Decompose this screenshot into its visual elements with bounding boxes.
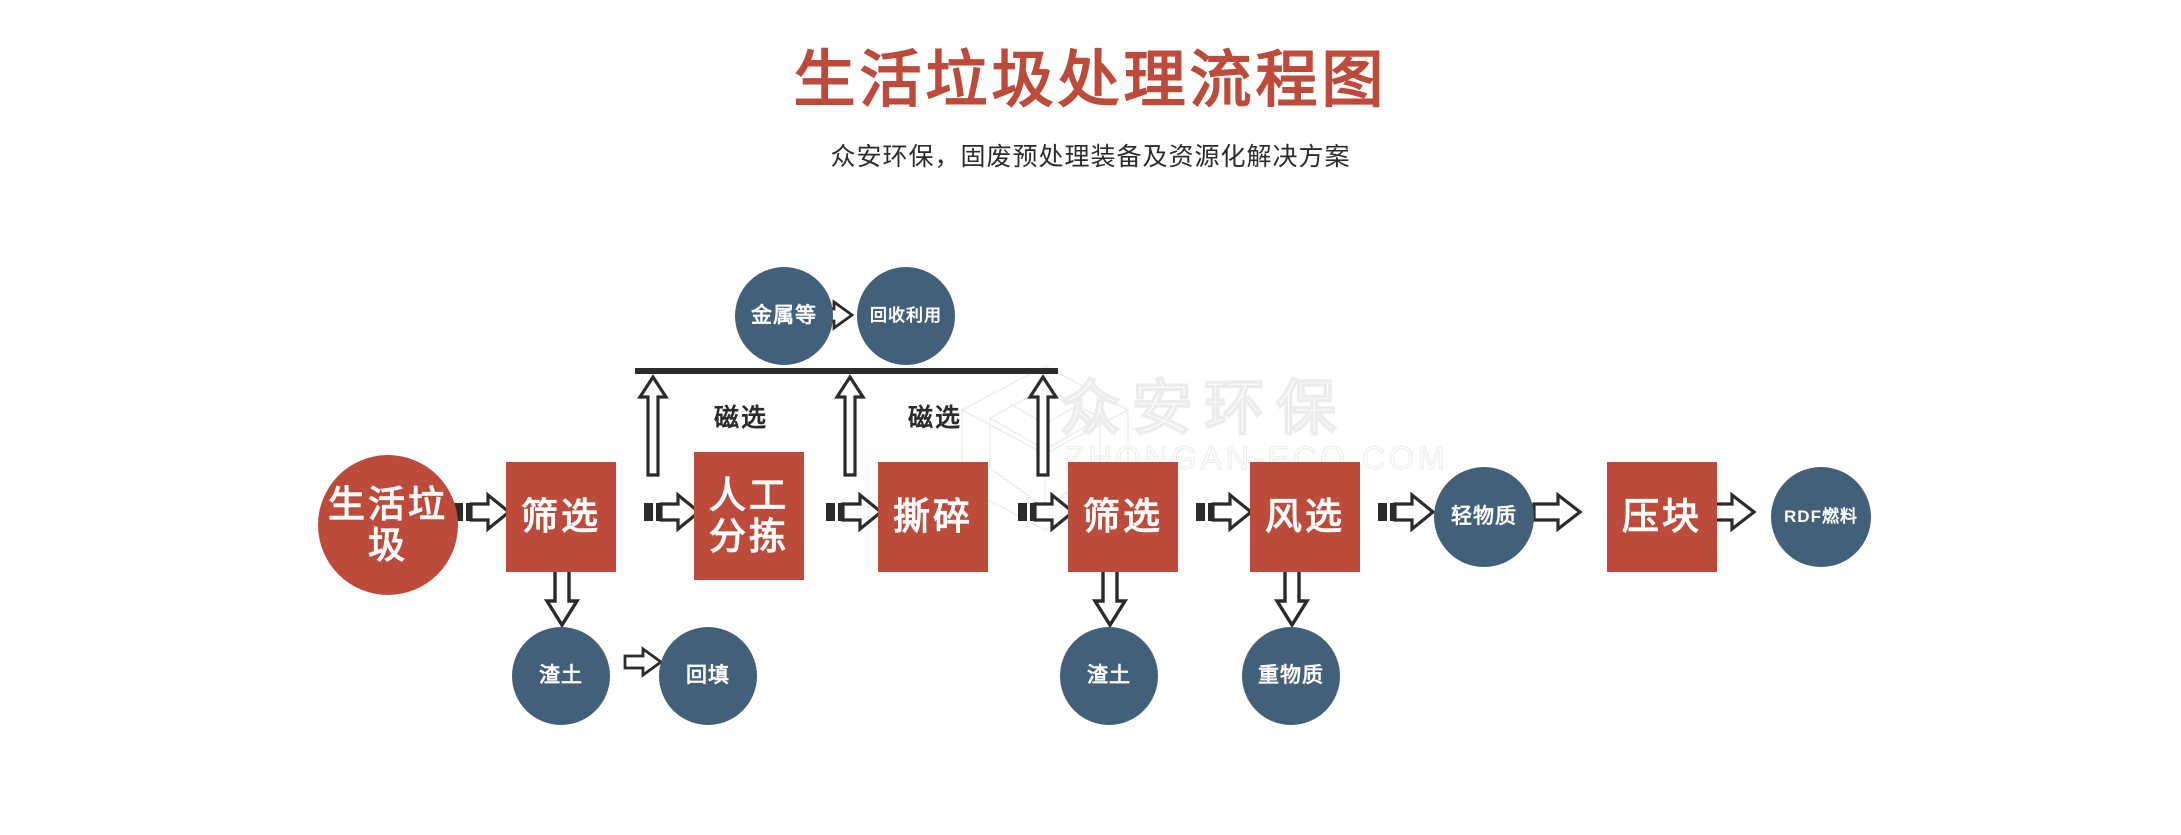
node-screen-2[interactable]: 筛选 [1068, 462, 1178, 572]
node-shred[interactable]: 撕碎 [878, 462, 988, 572]
node-manual-sort-line2: 分拣 [709, 516, 789, 557]
node-manual-sort[interactable]: 人工 分拣 [694, 452, 804, 580]
connector-screen1-to-manualsort [642, 493, 701, 531]
magnetic-collector-bar [635, 368, 1058, 374]
arrow-up-magnetic-1 [638, 375, 668, 477]
connector-airsort-to-light [1376, 493, 1435, 531]
node-backfill[interactable]: 回填 [659, 627, 757, 725]
node-manual-sort-line1: 人工 [709, 474, 789, 516]
arrow-up-magnetic-2 [835, 375, 865, 477]
page-subtitle: 众安环保，固废预处理装备及资源化解决方案 [830, 144, 1351, 171]
node-rdf-fuel[interactable]: RDF燃料 [1771, 467, 1871, 567]
stage-label-magnetic-2: 磁选 [908, 404, 963, 432]
node-recycle[interactable]: 回收利用 [857, 267, 955, 365]
node-msw[interactable]: 生活垃圾 [318, 455, 458, 595]
node-screen-1[interactable]: 筛选 [506, 462, 616, 572]
page-title: 生活垃圾处理流程图 [793, 46, 1388, 115]
node-air-sort[interactable]: 风选 [1250, 462, 1360, 572]
node-baling[interactable]: 压块 [1607, 462, 1717, 572]
node-residue-2[interactable]: 渣土 [1060, 627, 1158, 725]
node-light-fraction[interactable]: 轻物质 [1434, 467, 1534, 567]
stage-label-magnetic-1: 磁选 [714, 404, 769, 432]
arrow-up-magnetic-3 [1028, 375, 1058, 477]
connector-msw-to-screen1 [452, 493, 511, 531]
connector-light-to-baling [1532, 493, 1582, 531]
connector-shred-to-screen2 [1016, 493, 1075, 531]
node-heavy-fraction[interactable]: 重物质 [1242, 627, 1340, 725]
connector-manualsort-to-shred [824, 493, 883, 531]
connector-residue1-to-backfill [623, 647, 663, 677]
node-metal[interactable]: 金属等 [735, 267, 833, 365]
connector-screen2-to-airsort [1194, 493, 1253, 531]
node-residue-1[interactable]: 渣土 [512, 627, 610, 725]
